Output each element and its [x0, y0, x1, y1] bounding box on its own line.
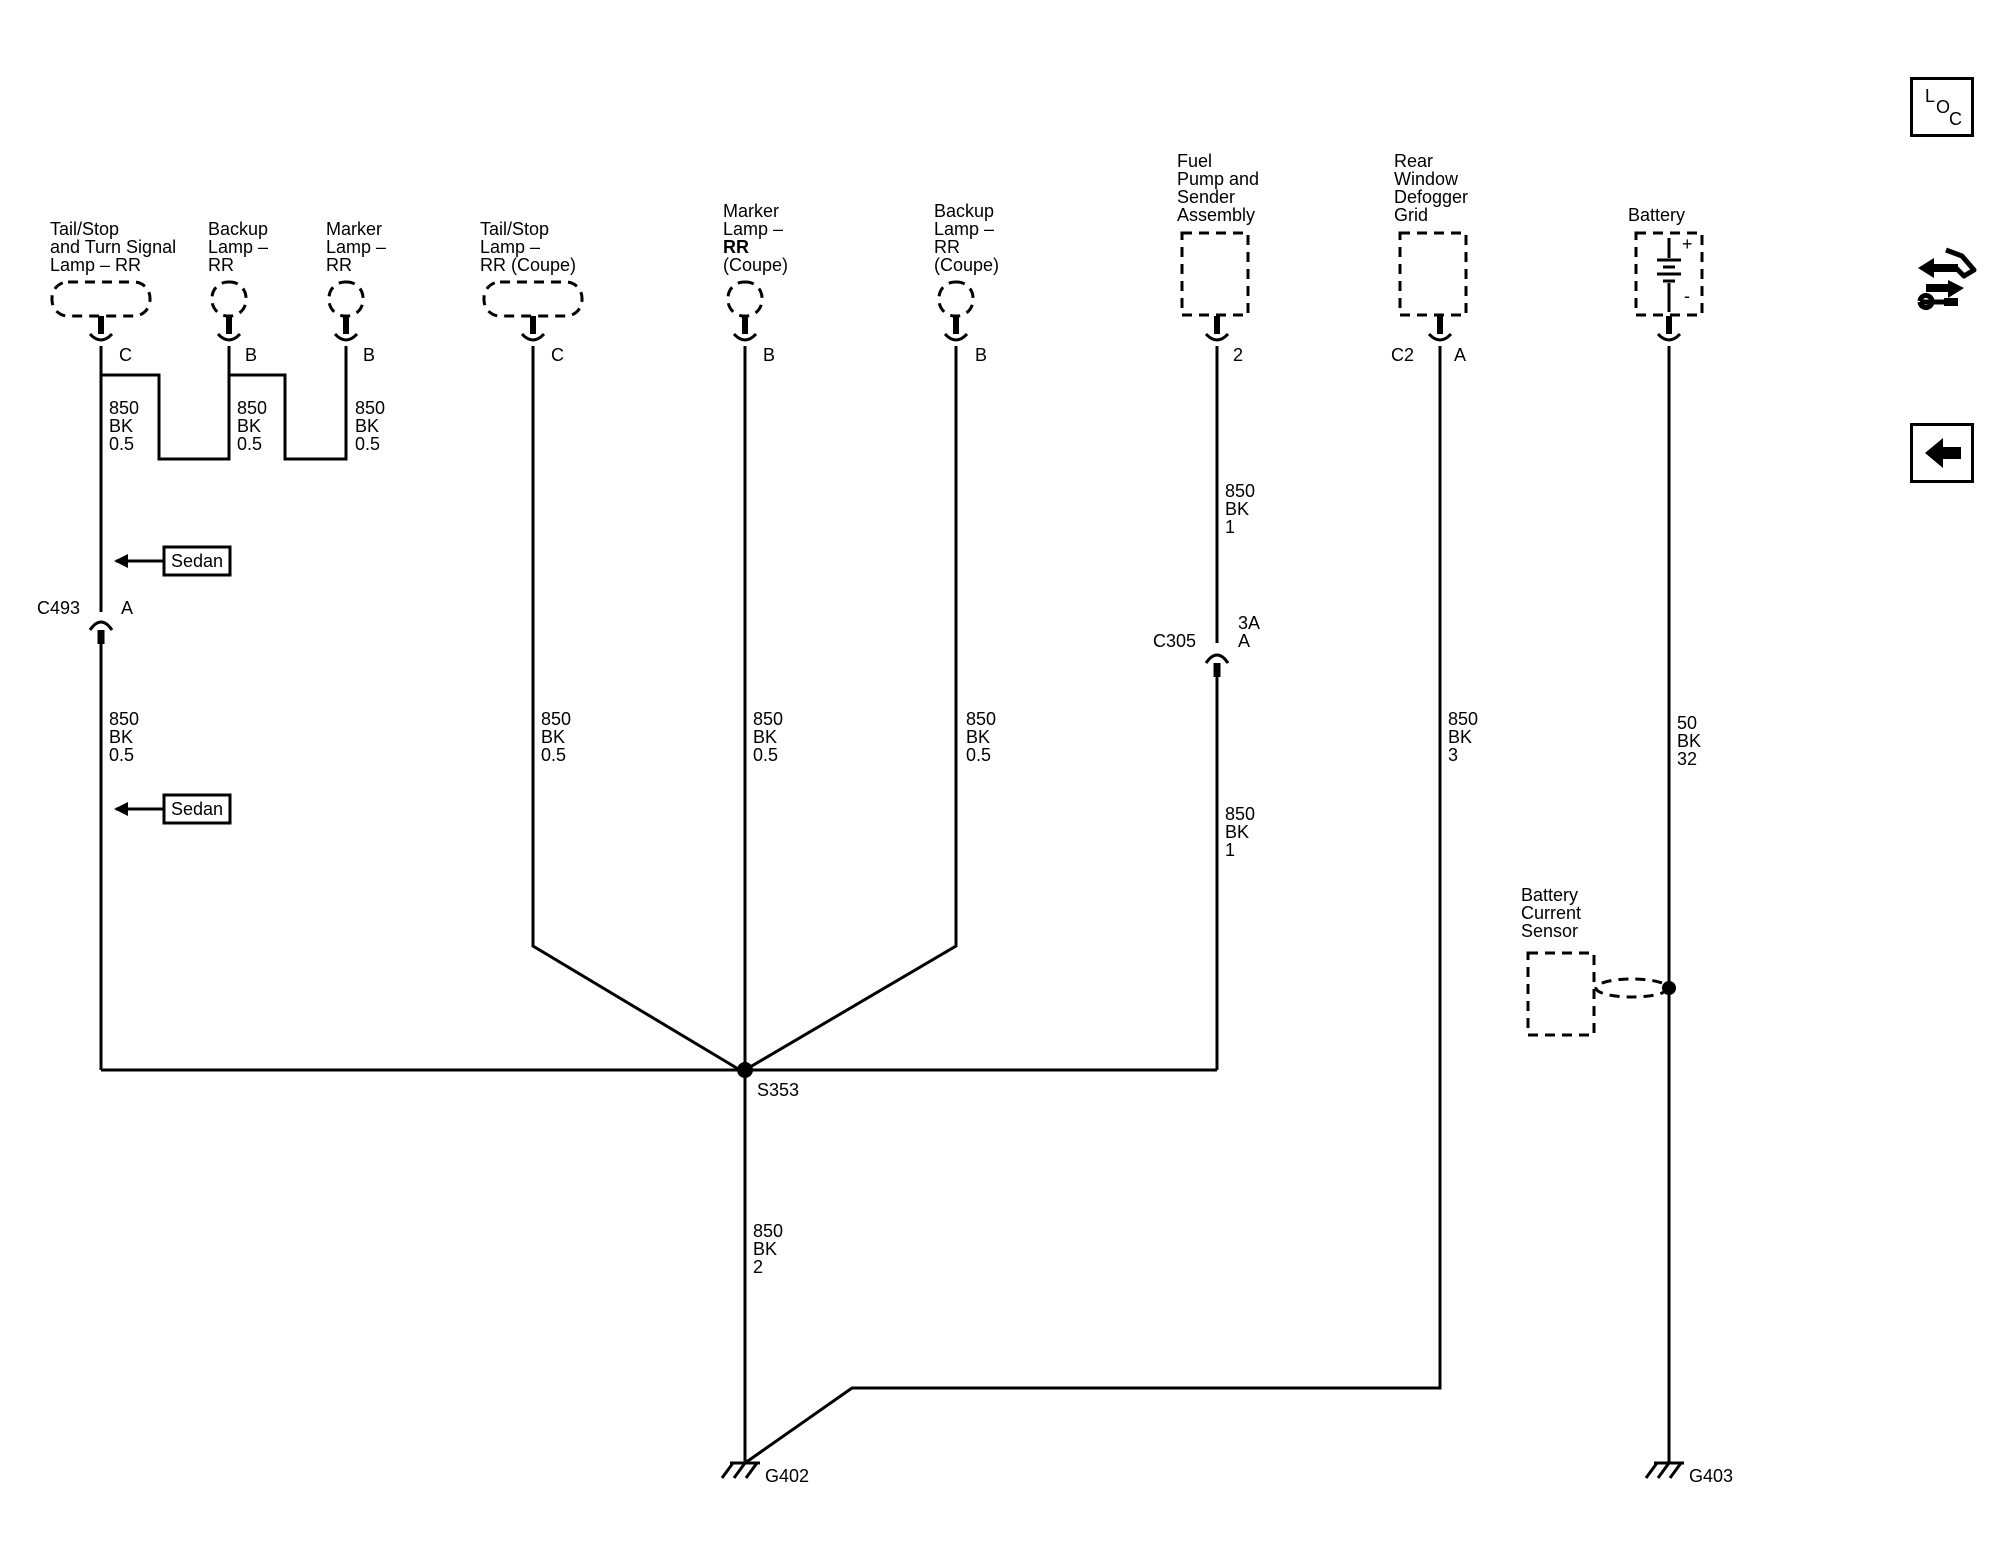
ground-label-g403: G403 [1689, 1466, 1733, 1486]
wire-label-battery: 50 BK 32 [1677, 713, 1706, 769]
wire-label-tail-coupe: 850 BK 0.5 [541, 709, 576, 765]
sedan-indicator-2: Sedan [114, 793, 232, 825]
sedan-indicator-1: Sedan [114, 545, 232, 577]
wire-label-rear-window: 850 BK 3 [1448, 709, 1483, 765]
pin-label-backup-rr: B [245, 345, 257, 365]
component-fuel-pump [1180, 231, 1250, 317]
wire-label-fuel-lower: 850 BK 1 [1225, 804, 1260, 860]
back-button[interactable] [1910, 423, 1974, 483]
label-backup-rr: Backup Lamp – RR [208, 219, 273, 275]
connector-pin-c305-top: 3A [1238, 613, 1260, 633]
connector-label-c305: C305 [1153, 631, 1196, 651]
label-marker-rr-coupe: Marker Lamp – RR (Coupe) [723, 201, 788, 275]
battery-symbol [1657, 238, 1681, 312]
component-battery [1634, 231, 1704, 317]
wire-label-fuel-upper: 850 BK 1 [1225, 481, 1260, 537]
pin-connectors [88, 316, 1682, 342]
wire-marker-rr [229, 346, 348, 461]
ground-symbol-g402 [720, 1461, 760, 1479]
svg-text:C: C [1949, 109, 1962, 129]
loc-button[interactable]: L O C [1910, 77, 1974, 137]
pin-label-marker-rr-coupe: B [763, 345, 775, 365]
pin-label-tail-stop-turn-rr: C [119, 345, 132, 365]
connector-label-c493: C493 [37, 598, 80, 618]
component-rear-window-defogger [1398, 231, 1468, 317]
label-battery-current-sensor: Battery Current Sensor [1521, 885, 1586, 941]
battery-current-sensor-coupling [1594, 977, 1670, 999]
inline-connector-c305 [1204, 653, 1230, 677]
battery-minus-terminal: - [1684, 286, 1690, 306]
component-marker-rr [327, 280, 365, 318]
wire-label-backup-coupe: 850 BK 0.5 [966, 709, 1001, 765]
connector-pin-c493: A [121, 598, 133, 618]
wire-label-ground: 850 BK 2 [753, 1221, 788, 1277]
label-tail-stop-rr-coupe: Tail/Stop Lamp – RR (Coupe) [480, 219, 576, 275]
wire-label-tail-lower: 850 BK 0.5 [109, 709, 144, 765]
back-arrow-icon [1925, 438, 1961, 468]
battery-sensor-node [1662, 981, 1676, 995]
wire-label-backup: 850 BK 0.5 [237, 398, 272, 454]
label-tail-stop-turn-rr: Tail/Stop and Turn Signal Lamp – RR [50, 219, 181, 275]
pin-label-tail-stop-rr-coupe: C [551, 345, 564, 365]
inline-connector-c493 [88, 620, 114, 644]
component-battery-current-sensor [1526, 951, 1596, 1037]
component-backup-rr-coupe [937, 280, 975, 318]
sedan-label-2: Sedan [171, 799, 223, 819]
battery-plus-terminal: + [1682, 234, 1693, 254]
pin-label-rear-window: A [1454, 345, 1466, 365]
wires [99, 346, 1671, 1465]
wire-label-tail-upper: 850 BK 0.5 [109, 398, 144, 454]
ground-label-g402: G402 [765, 1466, 809, 1486]
ground-symbol-g403 [1644, 1461, 1684, 1479]
connector-label-rear-window: C2 [1391, 345, 1414, 365]
pin-label-fuel-pump: 2 [1233, 345, 1243, 365]
wire-backup-rr-coupe [744, 346, 958, 1072]
wire-label-marker: 850 BK 0.5 [355, 398, 390, 454]
loc-icon: L O C [1925, 86, 1962, 129]
label-backup-rr-coupe: Backup Lamp – RR (Coupe) [934, 201, 999, 275]
component-marker-rr-coupe [726, 280, 764, 318]
component-tail-stop-rr-coupe [482, 280, 584, 318]
splice-s353 [737, 1062, 753, 1078]
wire-backup-rr [101, 346, 231, 461]
svg-text:L: L [1925, 86, 1935, 106]
wire-tail-stop-rr-coupe [531, 346, 741, 1072]
wire-label-marker-coupe: 850 BK 0.5 [753, 709, 788, 765]
label-rear-window-defogger: Rear Window Defogger Grid [1394, 151, 1473, 225]
label-fuel-pump: Fuel Pump and Sender Assembly [1177, 151, 1264, 225]
splice-label-s353: S353 [757, 1080, 799, 1100]
label-marker-rr: Marker Lamp – RR [326, 219, 391, 275]
pin-label-marker-rr: B [363, 345, 375, 365]
svg-text:O: O [1936, 97, 1950, 117]
component-tail-stop-turn-rr [50, 280, 152, 318]
component-backup-rr [210, 280, 248, 318]
sedan-label-1: Sedan [171, 551, 223, 571]
connector-wrench-icon[interactable] [1912, 244, 1978, 316]
label-battery: Battery [1628, 205, 1685, 225]
pin-label-backup-rr-coupe: B [975, 345, 987, 365]
wire-rear-window [744, 346, 1442, 1465]
connector-pin-c305-bottom: A [1238, 631, 1250, 651]
